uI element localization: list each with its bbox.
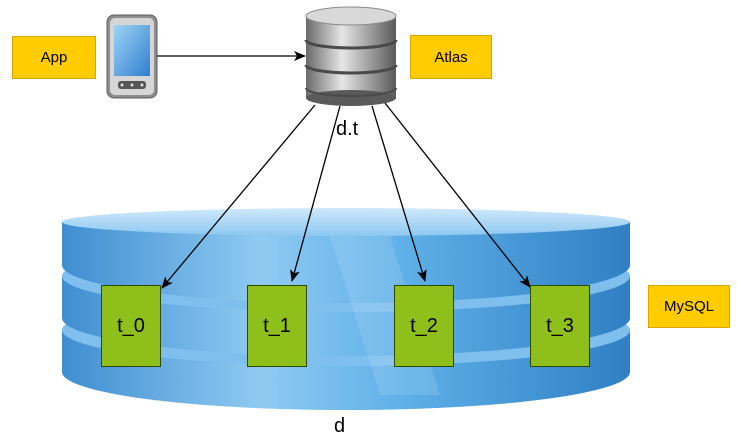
atlas-label: Atlas [410,35,492,79]
arrow-atlas-to-t0 [161,104,316,289]
shard-table-t0: t_0 [101,285,161,367]
shard-table-t3: t_3 [530,285,590,367]
shard-table-t1: t_1 [247,285,307,367]
arrow-atlas-to-t3 [384,102,531,288]
mysql-label: MySQL [648,285,730,328]
app-label: App [12,36,96,79]
arrow-atlas-to-t2 [371,105,427,282]
arrows [157,51,531,289]
database-server-icon [304,6,398,106]
mobile-phone-icon [106,14,158,99]
database-name-label: d [334,415,346,437]
mysql-database-icon [62,208,630,410]
arrow-atlas-to-t1 [290,105,341,282]
shard-table-t2: t_2 [394,285,454,367]
logical-table-label: d.t [336,118,359,140]
